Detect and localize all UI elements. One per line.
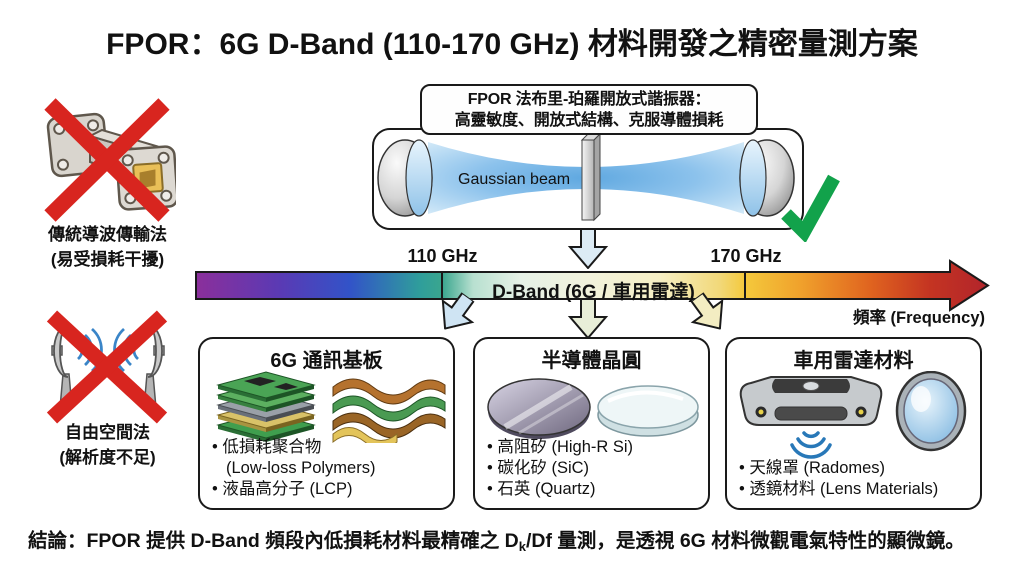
branch-arrow-left-icon [441, 291, 476, 330]
bullet-item: • 液晶高分子 (LCP) [212, 480, 353, 498]
bullet-item: • 石英 (Quartz) [487, 480, 596, 498]
fpor-label-line1: FPOR 法布里-珀羅開放式諧振器： [467, 90, 711, 108]
branch-arrow-right-icon [689, 291, 724, 330]
freq-low-label: 110 GHz [407, 246, 478, 266]
wafer-box-art [487, 378, 699, 439]
wafer-box: 半導體晶圓 • 高阻矽 (High-R Si) • 碳化矽 (SiC) [473, 337, 710, 510]
waveguide-method-label: 傳統導波傳輸法 (易受損耗干擾) [48, 225, 167, 269]
radar-box-art [739, 371, 967, 459]
resonator-art: Gaussian beam [377, 132, 795, 222]
bullet-item: • 天線罩 (Radomes) [739, 459, 886, 477]
bullet-item: (Low-loss Polymers) [226, 459, 376, 477]
bullet-item: • 高阻矽 (High-R Si) [487, 438, 634, 456]
lens-icon [895, 371, 967, 452]
radar-waves-icon [790, 431, 832, 459]
band-arrow [195, 259, 990, 312]
radar-box-title: 車用雷達材料 [793, 350, 914, 372]
gaussian-beam-label: Gaussian beam [458, 171, 570, 188]
fpor-label-line2: 高靈敏度、開放式結構、克服導體損耗 [454, 111, 724, 129]
free-space-method-label: 自由空間法 (解析度不足) [59, 423, 156, 467]
freq-high-label: 170 GHz [710, 246, 782, 266]
fpor-label-box: FPOR 法布里-珀羅開放式諧振器： 高靈敏度、開放式結構、克服導體損耗 [420, 84, 758, 135]
check-icon [781, 174, 840, 242]
wafer-box-title: 半導體晶圓 [541, 350, 642, 372]
substrate-box-art [216, 371, 446, 443]
car-bumper-icon [739, 376, 883, 426]
glass-wafer-icon [597, 385, 699, 437]
conclusion-text: 結論：FPOR 提供 D-Band 頻段內低損耗材料最精確之 Dk/Df 量測，… [28, 530, 965, 554]
bullet-item: • 碳化矽 (SiC) [487, 459, 590, 477]
branch-arrow-mid-icon [567, 299, 609, 339]
bullet-item: • 低損耗聚合物 [212, 438, 322, 456]
dband-label: D-Band (6G / 車用雷達) [492, 282, 695, 303]
silicon-wafer-icon [487, 378, 591, 439]
mirror-left-icon [377, 139, 433, 217]
cross-free-space-icon [46, 310, 168, 424]
resonator-down-arrow-icon [567, 227, 609, 269]
resonator-figure: Gaussian beam [372, 128, 804, 230]
frequency-axis-label: 頻率 (Frequency) [852, 309, 985, 327]
mirror-right-icon [739, 139, 795, 217]
bullet-item: • 透鏡材料 (Lens Materials) [739, 480, 939, 498]
substrate-box: 6G 通訊基板 [198, 337, 455, 510]
substrate-box-title: 6G 通訊基板 [270, 350, 383, 372]
cross-waveguide-icon [44, 98, 170, 222]
radar-box: 車用雷達材料 [725, 337, 982, 510]
pcb-stack-icon [216, 371, 316, 442]
page-title: FPOR：6G D-Band (110-170 GHz) 材料開發之精密量測方案 [106, 28, 918, 61]
sample-plate-icon [580, 132, 602, 222]
flex-layers-icon [332, 378, 446, 443]
